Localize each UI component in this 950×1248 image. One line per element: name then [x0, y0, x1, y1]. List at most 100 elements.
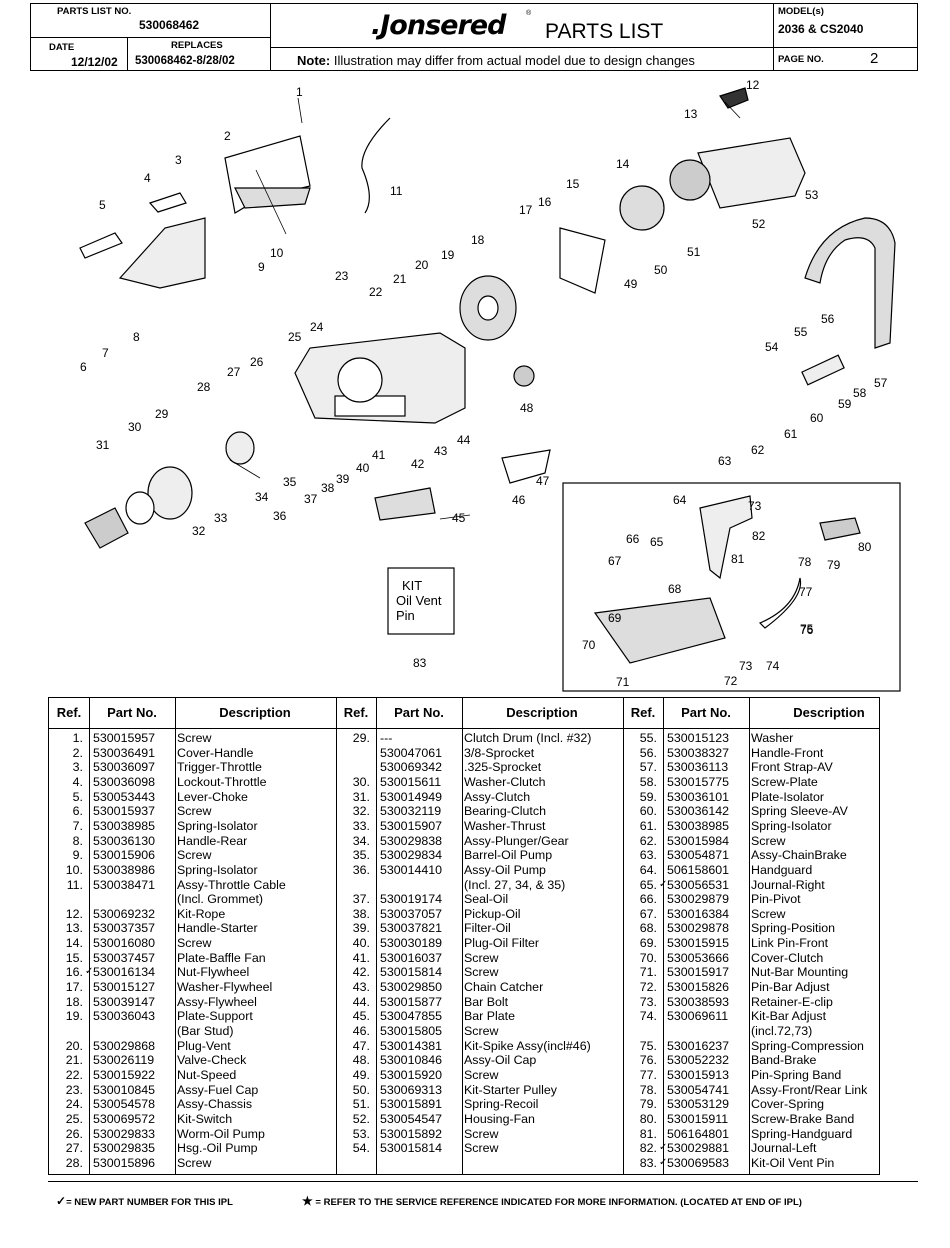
callout-75: 75 [800, 622, 814, 636]
callout-64: 64 [673, 493, 687, 507]
row-part-number: 530038985 [667, 818, 730, 833]
row-ref: 67. [639, 906, 657, 921]
callout-30: 30 [128, 420, 142, 434]
row-description: Seal-Oil [464, 892, 509, 907]
row-ref: 32. [352, 804, 370, 819]
row-part-number: 530039147 [93, 994, 156, 1009]
row-description: Assy-Oil Pump [464, 862, 546, 877]
row-part-number: 530069313 [380, 1082, 443, 1097]
row-ref: 38. [352, 906, 370, 921]
row-description: Cover-Clutch [751, 950, 824, 965]
callout-48: 48 [520, 401, 534, 415]
row-description: Screw [177, 1155, 212, 1170]
row-ref: 53. [352, 1126, 370, 1141]
row-ref: 44. [352, 994, 370, 1009]
row-ref: 63. [639, 848, 657, 863]
jonsered-logo: .Jonsered [371, 10, 506, 41]
col-header-ref: Ref. [343, 705, 369, 720]
row-description: Assy-Clutch [464, 789, 531, 804]
row-description: Lever-Choke [177, 789, 248, 804]
callout-54: 54 [765, 340, 779, 354]
callout-67: 67 [608, 554, 622, 568]
row-part-number: 530036142 [667, 804, 730, 819]
row-part-number: 530015775 [667, 774, 730, 789]
models-label: MODEL(s) [778, 6, 824, 17]
callout-7: 7 [102, 346, 109, 360]
row-part-number: 530015826 [667, 980, 730, 995]
row-part-number: 530029838 [380, 833, 443, 848]
callout-33: 33 [214, 511, 228, 525]
row-part-number: 530038985 [93, 818, 156, 833]
table-row: (Incl. Grommet) [49, 892, 336, 907]
row-part-number: 530015896 [93, 1155, 156, 1170]
row-part-number: 530029878 [667, 921, 730, 936]
row-ref: 37. [352, 892, 370, 907]
row-part-number: 530038593 [667, 994, 730, 1009]
callout-73: 73 [739, 659, 753, 673]
baffle-plate-part [559, 227, 606, 294]
callout-18: 18 [471, 233, 485, 247]
callout-55: 55 [794, 325, 808, 339]
row-description: Assy-Chassis [177, 1097, 253, 1112]
row-ref: 59. [639, 789, 657, 804]
row-ref: 5. [72, 789, 83, 804]
row-description: Screw [464, 1141, 499, 1156]
oil-pump-housing-part [225, 431, 255, 465]
callout-66: 66 [626, 532, 640, 546]
callout-76: 76 [800, 623, 814, 637]
row-part-number: 530047061 [380, 745, 443, 760]
row-description: Spring-Isolator [177, 862, 258, 877]
callout-43: 43 [434, 444, 448, 458]
callout-28: 28 [197, 380, 211, 394]
row-ref: 20. [65, 1038, 83, 1053]
row-description: Trigger-Throttle [177, 760, 262, 775]
callout-50: 50 [654, 263, 668, 277]
callout-13: 13 [684, 107, 698, 121]
row-description: Screw [177, 731, 212, 745]
row-description: Kit-Starter Pulley [464, 1082, 557, 1097]
parts-list-no: 530068462 [139, 18, 200, 32]
new-part-icon: ✓ [85, 966, 94, 978]
row-ref: 45. [352, 1009, 370, 1024]
row-ref: 82. [639, 1141, 657, 1156]
callout-10: 10 [270, 246, 284, 260]
row-description: Assy-Flywheel [177, 994, 257, 1009]
row-part-number: 530015611 [380, 774, 442, 789]
row-ref: 12. [65, 906, 83, 921]
row-description: Kit-Rope [177, 906, 226, 921]
spike-part [501, 449, 551, 484]
callout-5: 5 [99, 198, 106, 212]
note-cell: Note: Illustration may differ from actua… [271, 48, 773, 70]
row-description: Handle-Front [751, 745, 824, 760]
row-ref: 54. [352, 1141, 370, 1156]
row-part-number: 530016037 [380, 950, 443, 965]
row-description: Lockout-Throttle [177, 774, 267, 789]
row-ref: 27. [65, 1141, 83, 1156]
row-part-number: 506158601 [667, 862, 730, 877]
row-part-number: 530053666 [667, 950, 730, 965]
col-header-part: Part No. [394, 705, 444, 720]
row-part-number: 530069572 [93, 1111, 156, 1126]
row-ref: 57. [639, 760, 657, 775]
row-description: Journal-Right [751, 877, 825, 892]
row-ref: 2. [72, 745, 83, 760]
